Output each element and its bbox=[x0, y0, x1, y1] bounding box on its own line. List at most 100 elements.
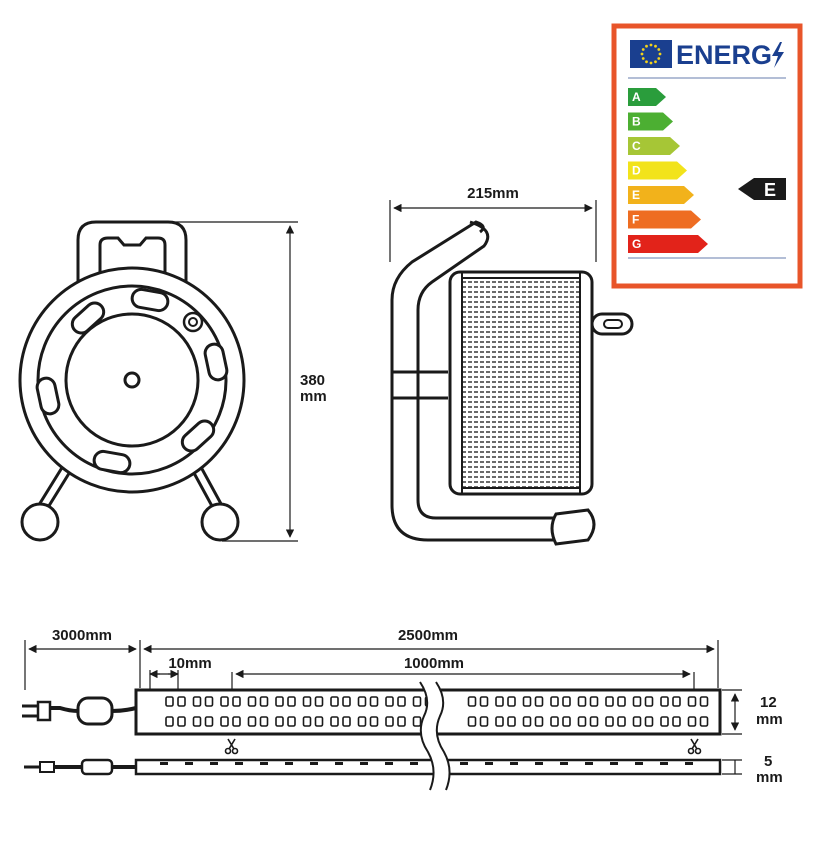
led-chip bbox=[259, 696, 269, 707]
led-chip bbox=[617, 696, 626, 707]
driver-box bbox=[76, 696, 114, 726]
energy-rating-arrow bbox=[738, 178, 786, 200]
led-chip bbox=[275, 696, 284, 707]
led-chip bbox=[550, 716, 559, 727]
led-chip-side bbox=[210, 762, 218, 765]
led-chip bbox=[369, 716, 379, 727]
led-chip bbox=[204, 696, 214, 707]
led-chip bbox=[232, 716, 241, 727]
led-chip bbox=[287, 716, 296, 727]
led-chip bbox=[385, 696, 394, 707]
energy-label-border bbox=[611, 23, 803, 289]
led-chip bbox=[247, 716, 257, 727]
svg-text:C: C bbox=[632, 139, 641, 153]
led-chip bbox=[479, 716, 489, 727]
reel-side-view bbox=[390, 220, 634, 546]
led-chip bbox=[232, 696, 241, 707]
led-chip bbox=[287, 696, 296, 707]
led-chip bbox=[330, 716, 339, 727]
led-chip bbox=[467, 696, 477, 707]
led-chip bbox=[507, 696, 516, 707]
strip-top-view bbox=[22, 688, 722, 736]
led-chip bbox=[522, 716, 532, 727]
reel-right-foot bbox=[200, 502, 240, 542]
energy-class-b: B bbox=[628, 112, 673, 131]
led-chip bbox=[534, 696, 544, 707]
led-chip bbox=[522, 696, 532, 707]
scissors-icon bbox=[224, 738, 239, 755]
strip-break-mark bbox=[419, 681, 451, 791]
energy-class-a: A bbox=[628, 88, 666, 106]
led-chip bbox=[177, 696, 186, 707]
height-dimension bbox=[160, 221, 298, 542]
energy-class-f: F bbox=[628, 210, 701, 229]
height-unit: mm bbox=[300, 388, 327, 405]
height-value: 380 bbox=[300, 372, 325, 389]
led-chip bbox=[302, 696, 312, 707]
reel-left-foot bbox=[20, 502, 60, 542]
led-chip bbox=[660, 716, 669, 727]
led-chip bbox=[259, 716, 269, 727]
led-chip-side bbox=[410, 762, 418, 765]
strip-side-view bbox=[24, 758, 722, 776]
led-chip bbox=[699, 716, 709, 727]
segment-pitch: 10mm bbox=[168, 655, 211, 672]
svg-text:D: D bbox=[632, 164, 641, 178]
led-chip bbox=[550, 696, 559, 707]
led-chip bbox=[412, 696, 422, 707]
svg-text:G: G bbox=[632, 237, 641, 251]
led-chip-side bbox=[485, 762, 493, 765]
led-chip-side bbox=[335, 762, 343, 765]
reel-grip bbox=[550, 508, 596, 546]
cut-length: 1000mm bbox=[404, 655, 464, 672]
led-chip bbox=[687, 696, 697, 707]
led-chip-side bbox=[460, 762, 468, 765]
led-chip bbox=[204, 716, 214, 727]
led-chip bbox=[699, 696, 709, 707]
led-chip bbox=[672, 696, 681, 707]
width-dimension bbox=[389, 200, 597, 262]
led-chip bbox=[357, 696, 367, 707]
led-chip bbox=[397, 716, 406, 727]
led-chip bbox=[342, 696, 351, 707]
led-chip-side bbox=[235, 762, 243, 765]
led-chip bbox=[412, 716, 422, 727]
svg-text:A: A bbox=[632, 90, 641, 104]
strip-length: 2500mm bbox=[398, 627, 458, 644]
reel-front-view bbox=[18, 220, 246, 542]
led-chip-side bbox=[535, 762, 543, 765]
reel-slots bbox=[35, 287, 229, 475]
svg-text:E: E bbox=[632, 188, 640, 202]
led-chip bbox=[562, 716, 571, 727]
led-chip-side bbox=[310, 762, 318, 765]
led-chip bbox=[644, 716, 654, 727]
energy-class-c: C bbox=[628, 137, 680, 155]
led-chip bbox=[577, 696, 587, 707]
strip-width-value: 12 bbox=[760, 694, 777, 711]
svg-text:B: B bbox=[632, 115, 641, 129]
led-chip bbox=[192, 696, 202, 707]
led-chip bbox=[660, 696, 669, 707]
strip-thickness-value: 5 bbox=[764, 753, 772, 770]
led-chip bbox=[192, 716, 202, 727]
led-chip bbox=[672, 716, 681, 727]
led-chip bbox=[247, 696, 257, 707]
led-chip bbox=[220, 696, 229, 707]
led-chip bbox=[605, 716, 614, 727]
reel-frame bbox=[390, 220, 556, 542]
led-chip-side bbox=[585, 762, 593, 765]
led-chip bbox=[357, 716, 367, 727]
led-chip bbox=[385, 716, 394, 727]
led-chip bbox=[479, 696, 489, 707]
scissors-icon bbox=[687, 738, 702, 755]
led-chip-side bbox=[360, 762, 368, 765]
led-chip-side bbox=[260, 762, 268, 765]
led-chip-side bbox=[385, 762, 393, 765]
led-chip bbox=[165, 696, 174, 707]
width-value: 215mm bbox=[467, 185, 519, 202]
energy-rating: E bbox=[764, 180, 776, 200]
led-chip-side bbox=[635, 762, 643, 765]
